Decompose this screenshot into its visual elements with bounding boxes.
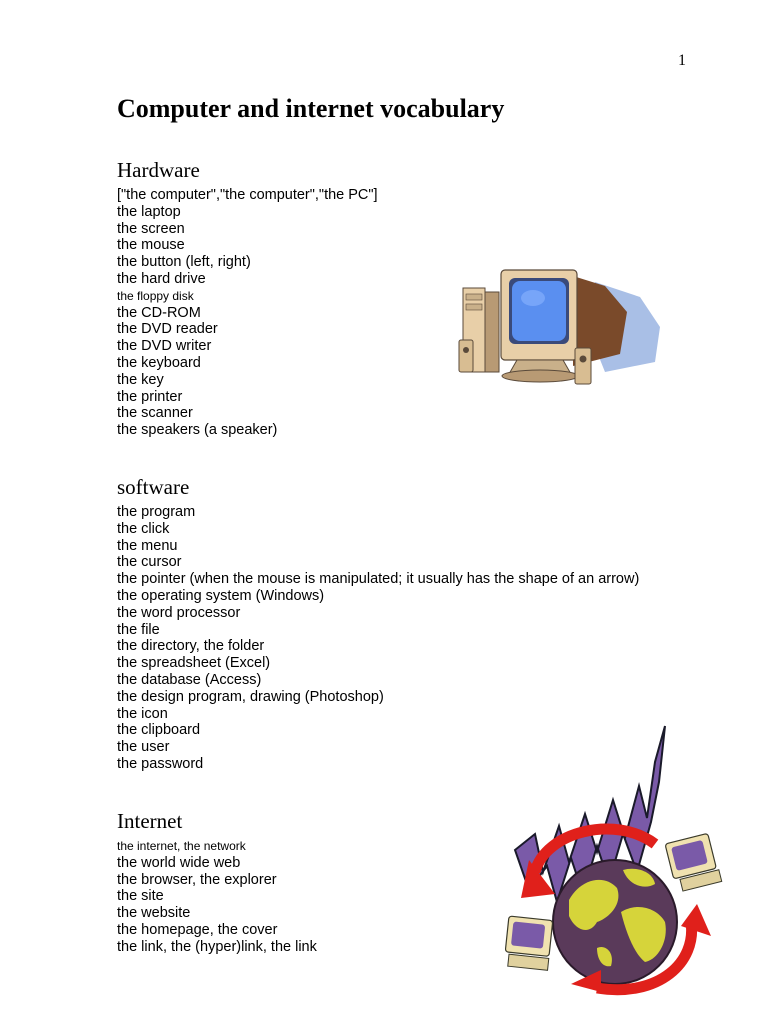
page-number: 1 bbox=[678, 52, 686, 69]
list-item: the browser, the explorer bbox=[117, 871, 277, 888]
list-item: the key bbox=[117, 371, 164, 388]
internet-list: the internet, the network the world wide… bbox=[117, 838, 677, 956]
hardware-section: Hardware ["the computer","the computer",… bbox=[117, 157, 677, 439]
list-item: the website bbox=[117, 905, 191, 922]
list-item: the DVD reader bbox=[117, 321, 218, 338]
list-item: the design program, drawing (Photoshop) bbox=[117, 688, 384, 705]
list-item: the program bbox=[117, 504, 196, 520]
list-item: the DVD writer bbox=[117, 338, 212, 355]
list-item: the cursor bbox=[117, 554, 182, 571]
desktop-computer-icon bbox=[458, 269, 660, 385]
list-item: the internet, the network bbox=[117, 839, 246, 853]
list-item: ["the computer","the computer","the PC"] bbox=[117, 187, 378, 203]
list-item: the mouse bbox=[117, 237, 185, 254]
list-item: the world wide web bbox=[117, 854, 241, 871]
list-item: the pointer (when the mouse is manipulat… bbox=[117, 571, 640, 588]
list-item: the file bbox=[117, 621, 160, 638]
list-item: the directory, the folder bbox=[117, 638, 265, 655]
list-item: the password bbox=[117, 755, 204, 772]
section-heading-hardware: Hardware bbox=[117, 158, 200, 182]
list-item: the clipboard bbox=[117, 722, 201, 739]
section-heading-software: software bbox=[117, 475, 190, 499]
list-item: the user bbox=[117, 739, 170, 756]
list-item: the database (Access) bbox=[117, 671, 262, 688]
hardware-list: ["the computer","the computer","the PC"]… bbox=[117, 187, 677, 439]
www-globe-icon bbox=[505, 725, 723, 996]
list-item: the menu bbox=[117, 537, 178, 554]
list-item: the speakers (a speaker) bbox=[117, 422, 278, 439]
page-title: Computer and internet vocabulary bbox=[117, 94, 505, 123]
software-section: software the program the click the menu … bbox=[117, 474, 677, 773]
list-item: the scanner bbox=[117, 405, 193, 422]
list-item: the printer bbox=[117, 388, 183, 405]
list-item: the floppy disk bbox=[117, 288, 194, 303]
list-item: the link, the (hyper)link, the link bbox=[117, 938, 317, 955]
list-item: the button (left, right) bbox=[117, 254, 251, 271]
list-item: the icon bbox=[117, 705, 168, 722]
list-item: the click bbox=[117, 520, 170, 537]
list-item: the operating system (Windows) bbox=[117, 587, 325, 604]
list-item: the laptop bbox=[117, 203, 181, 220]
list-item: the word processor bbox=[117, 604, 241, 621]
list-item: the screen bbox=[117, 220, 185, 237]
list-item: the keyboard bbox=[117, 354, 201, 371]
section-heading-internet: Internet bbox=[117, 809, 183, 833]
list-item: the CD-ROM bbox=[117, 304, 201, 321]
list-item: the hard drive bbox=[117, 270, 206, 287]
list-item: the site bbox=[117, 888, 164, 905]
software-list: the program the click the menu the curso… bbox=[117, 504, 677, 773]
internet-section: Internet the internet, the network the w… bbox=[117, 808, 677, 956]
list-item: the homepage, the cover bbox=[117, 921, 278, 938]
list-item: the spreadsheet (Excel) bbox=[117, 655, 271, 672]
